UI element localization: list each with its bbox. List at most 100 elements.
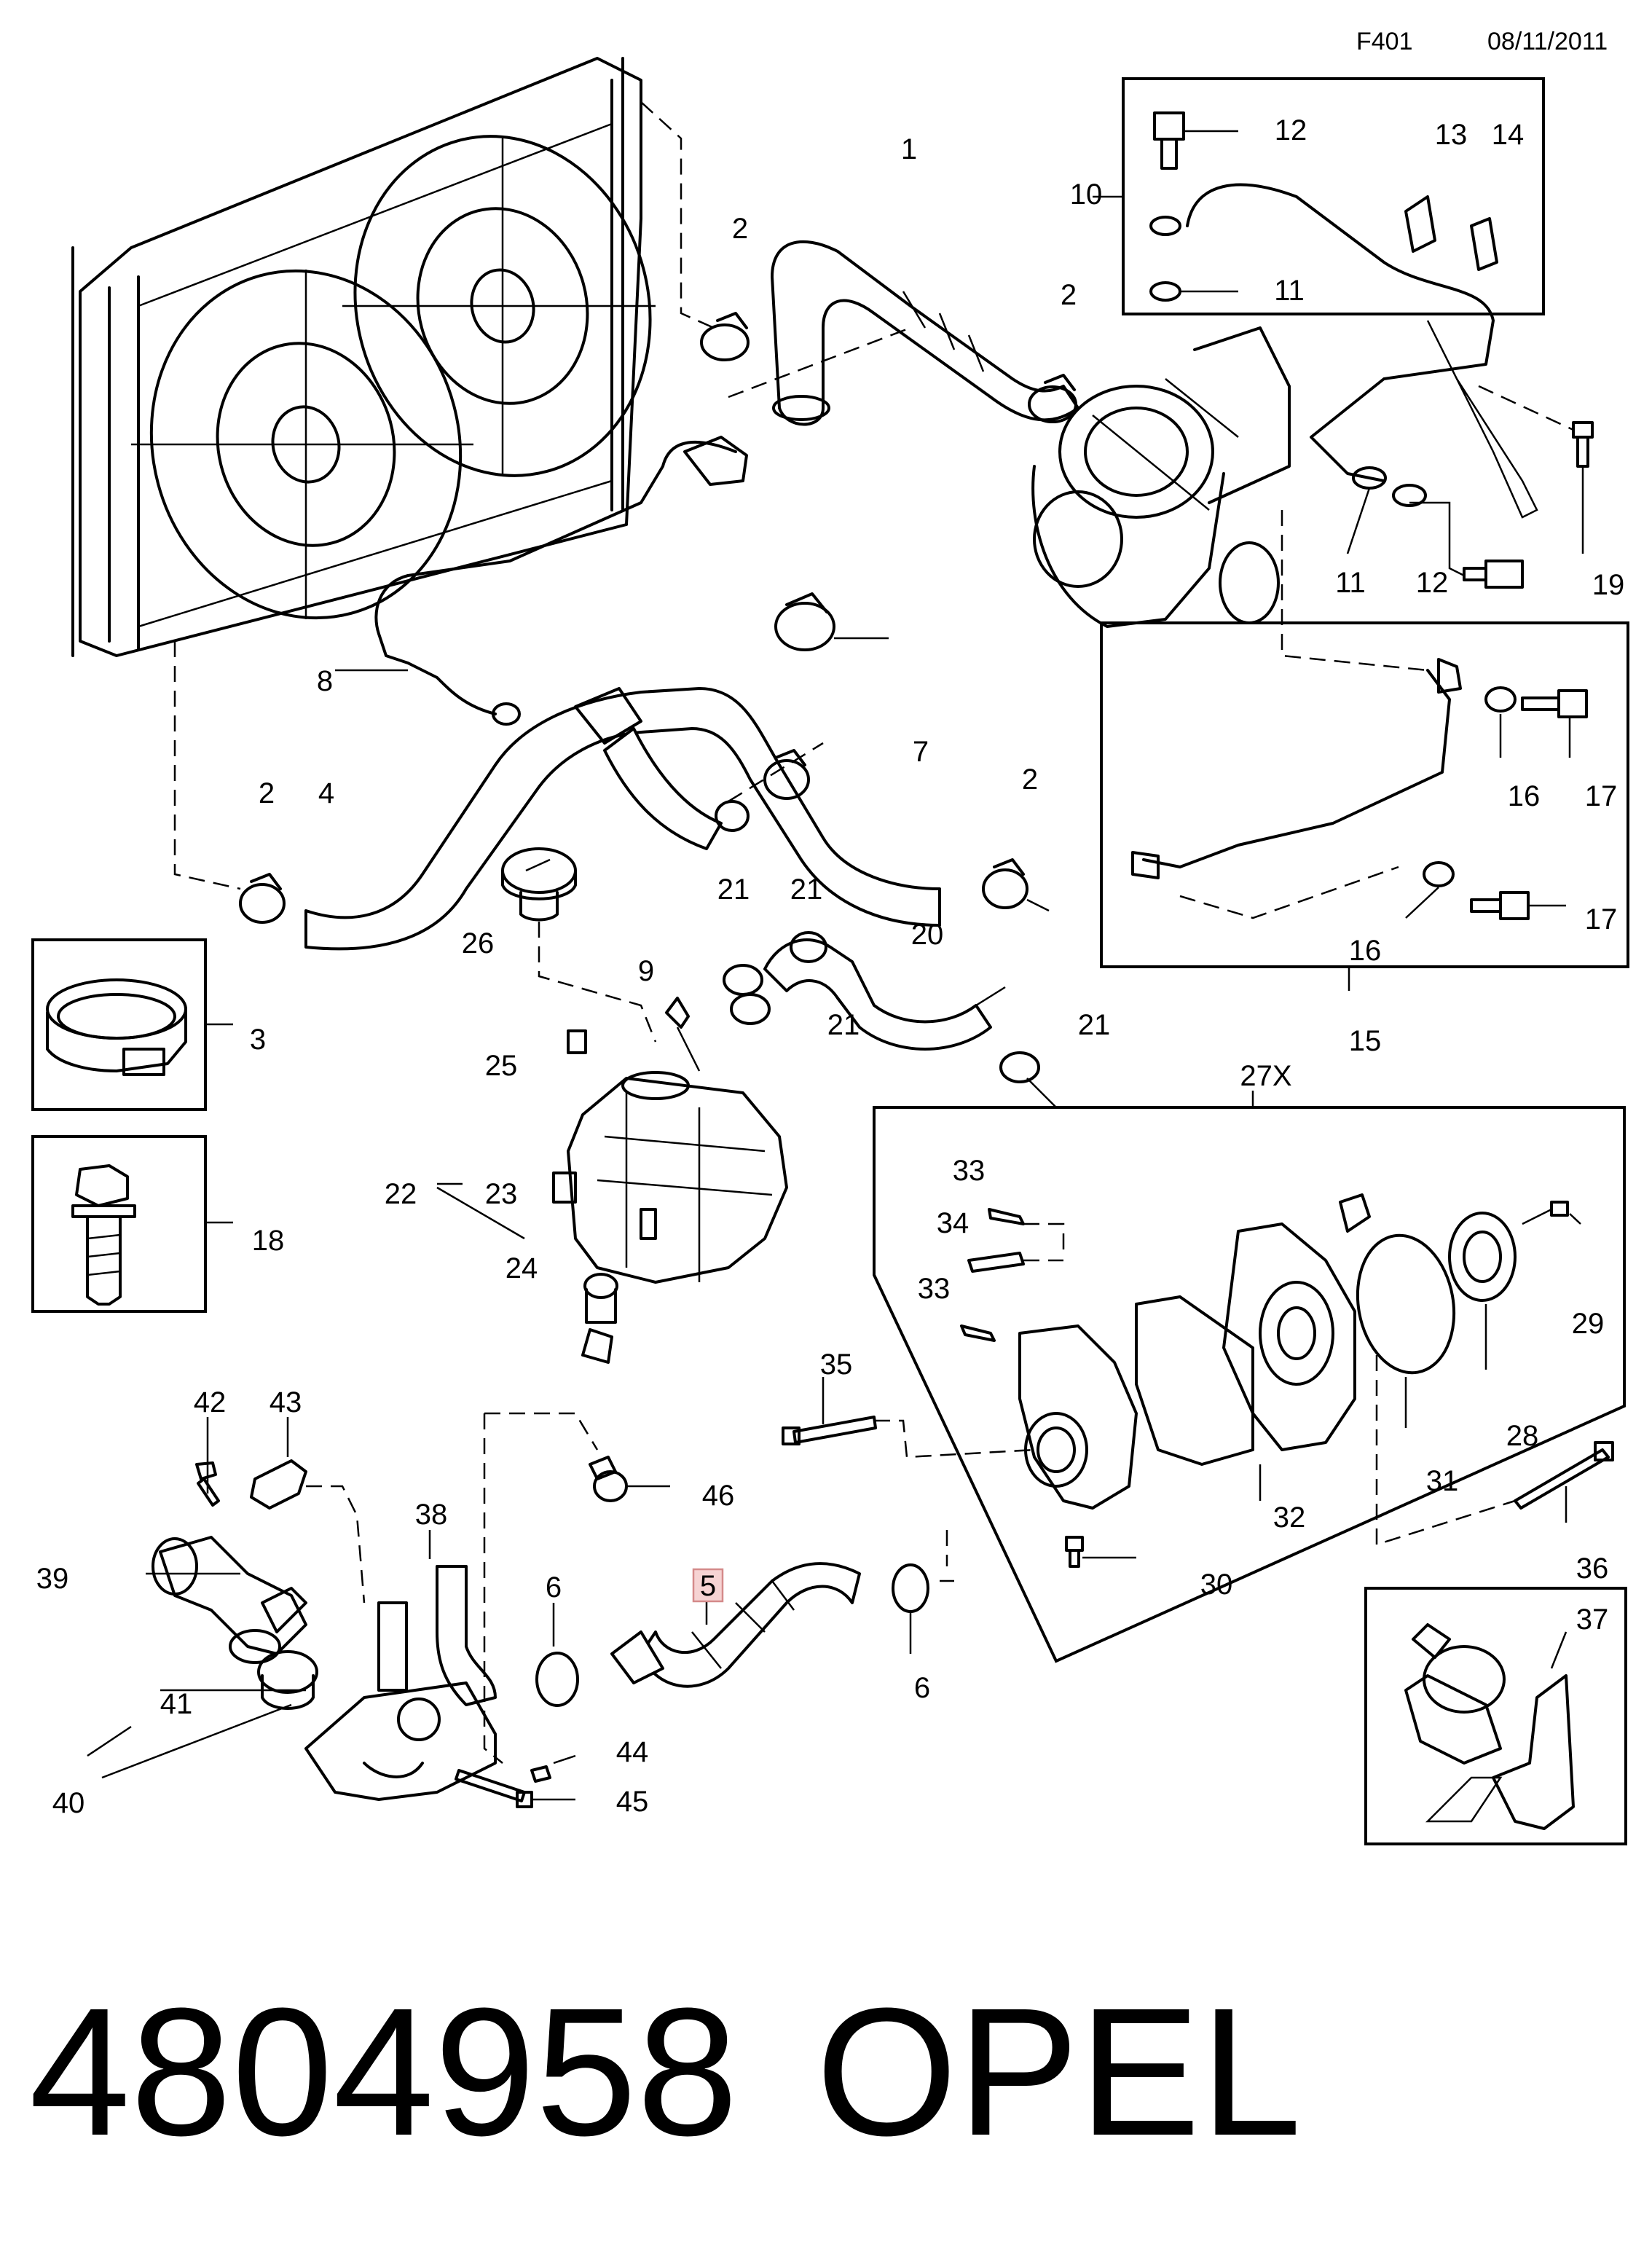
- callout-34: 34: [937, 1207, 969, 1239]
- inset-box-18: [31, 1135, 207, 1313]
- o-ring-6: [535, 1652, 579, 1707]
- water-outlet-39: [152, 1536, 307, 1655]
- kit-box-15: [1100, 621, 1629, 968]
- callout-28: 28: [1506, 1420, 1539, 1452]
- auxiliary-water-pump-37: [1404, 1623, 1575, 1830]
- callout-33: 33: [953, 1155, 986, 1187]
- callout-17: 17: [1585, 780, 1618, 812]
- callout-32: 32: [1273, 1502, 1306, 1534]
- hose-clamp-7: [774, 592, 835, 651]
- callout-39: 39: [36, 1563, 69, 1595]
- lower-hose-4: [304, 687, 941, 951]
- callout-43: 43: [270, 1386, 302, 1418]
- sealing-washer: [1484, 686, 1517, 713]
- part-number: 4804958: [29, 1970, 738, 2173]
- upper-hose-1: [771, 240, 1079, 426]
- callout-21: 21: [827, 1009, 860, 1041]
- banjo-bolt: [1153, 111, 1185, 170]
- callout-44: 44: [616, 1736, 649, 1768]
- callout-35: 35: [820, 1349, 853, 1381]
- callout-labels: 1 2 2 2 2 3 4 20 7 8 10 11 11 12 12 13 1…: [36, 114, 1625, 1819]
- callout-25: 25: [485, 1050, 518, 1082]
- hose-clamp: [999, 1051, 1040, 1083]
- callout-33: 33: [918, 1273, 951, 1305]
- callout-29: 29: [1572, 1308, 1605, 1340]
- fitting-9: [665, 997, 690, 1029]
- inset-box-37: [1364, 1587, 1627, 1845]
- sensor-46: [589, 1456, 628, 1502]
- sprocket-28: [1448, 1212, 1517, 1302]
- bolt-33: [988, 1208, 1025, 1225]
- brand-name: OPEL: [816, 1970, 1302, 2173]
- o-ring-gasket: [1339, 1193, 1371, 1233]
- hose-20: [763, 931, 992, 1051]
- pump-gasket-32: [1135, 1295, 1254, 1466]
- callout-14: 14: [1492, 119, 1525, 151]
- hose-8: [374, 436, 748, 726]
- callout-2: 2: [259, 777, 275, 809]
- callout-21: 21: [1078, 1009, 1111, 1041]
- kit-box-10: [1122, 77, 1545, 315]
- bolt-18: [71, 1164, 136, 1306]
- callout-9: 9: [638, 955, 654, 987]
- hose-clamp-3: [46, 978, 187, 1076]
- callout-46: 46: [702, 1480, 735, 1512]
- bracket-13: [1404, 195, 1436, 253]
- hose-clamp: [730, 993, 771, 1025]
- callout-42: 42: [194, 1386, 227, 1418]
- callout-17: 17: [1585, 903, 1618, 935]
- water-pump-housing: [1222, 1222, 1356, 1451]
- oil-return-line: [1131, 658, 1462, 879]
- radiator-fan-assembly: [71, 57, 656, 657]
- callout-1: 1: [901, 133, 917, 165]
- hose-clamp: [723, 964, 763, 996]
- callout-23: 23: [485, 1178, 518, 1210]
- stud-34: [967, 1252, 1025, 1273]
- callout-30: 30: [1200, 1569, 1233, 1601]
- callout-38: 38: [415, 1499, 448, 1531]
- callout-12: 12: [1416, 567, 1449, 599]
- banjo-bolt: [1470, 891, 1530, 920]
- hose-clamp: [700, 312, 750, 361]
- callout-7: 7: [913, 736, 929, 768]
- callout-26: 26: [462, 927, 495, 959]
- callout-13: 13: [1435, 119, 1468, 151]
- callout-3: 3: [250, 1024, 266, 1056]
- oil-feed-line: [1186, 183, 1538, 519]
- callout-36: 36: [1576, 1553, 1609, 1585]
- callout-45: 45: [616, 1786, 649, 1818]
- sealing-washer: [1392, 484, 1427, 507]
- hose-clamp: [1028, 374, 1077, 423]
- sensor-25: [567, 1029, 587, 1054]
- callout-11: 11: [1274, 275, 1305, 307]
- o-ring-31: [1356, 1233, 1456, 1375]
- bolt-44: [530, 1765, 551, 1783]
- callout-12: 12: [1275, 114, 1307, 146]
- callout-11: 11: [1335, 567, 1366, 599]
- callout-2: 2: [1022, 764, 1038, 796]
- callout-5-highlighted: 5: [700, 1570, 716, 1602]
- callout-18: 18: [252, 1225, 285, 1257]
- bolt-29: [1550, 1201, 1569, 1217]
- bolt-19: [1572, 421, 1594, 468]
- bolt-36: [1514, 1441, 1614, 1510]
- expansion-tank-22: [552, 1071, 788, 1284]
- callout-2: 2: [1061, 279, 1077, 311]
- hose-5: [610, 1562, 861, 1688]
- hose-clamp: [982, 858, 1028, 909]
- hose-clamp: [763, 749, 810, 800]
- thermostat-housing: [304, 1565, 497, 1801]
- callout-6: 6: [546, 1571, 562, 1604]
- diagram-code: F401: [1356, 28, 1413, 55]
- callout-40: 40: [52, 1787, 85, 1819]
- callout-4: 4: [318, 777, 334, 809]
- callout-27x: 27X: [1240, 1060, 1291, 1092]
- hose-clamp: [239, 873, 286, 924]
- bracket-14: [1470, 217, 1498, 271]
- gasket-43: [250, 1459, 307, 1510]
- sealing-washer: [1423, 861, 1455, 887]
- diagram-date: 08/11/2011: [1487, 28, 1608, 55]
- callout-21: 21: [717, 874, 750, 906]
- callout-41: 41: [160, 1688, 193, 1720]
